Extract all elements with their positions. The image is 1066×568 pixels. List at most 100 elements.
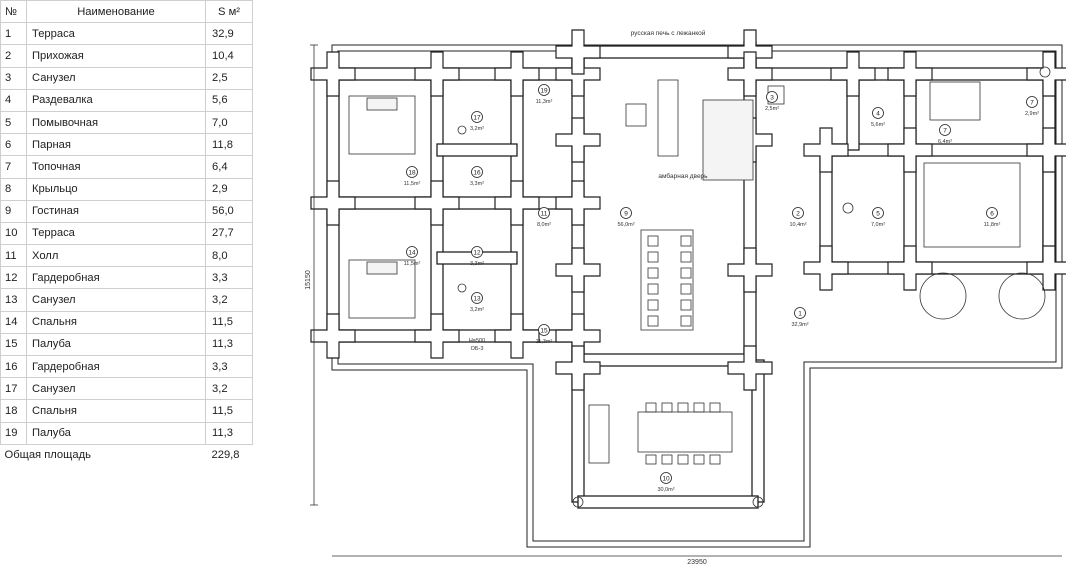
room-number: 18 [408, 170, 416, 177]
corner-post-icon [1039, 66, 1051, 78]
row-num: 5 [0, 110, 27, 135]
chair-icon [645, 454, 657, 465]
row-num: 8 [0, 177, 27, 201]
row-area: 32,9 [205, 22, 253, 46]
room-number-circle [406, 246, 418, 258]
log-corner-joint [414, 51, 460, 97]
log-corner-joint [494, 51, 540, 97]
chair-icon [680, 251, 692, 263]
room-area: 6,4m² [938, 139, 952, 145]
row-area: 11,5 [205, 399, 253, 423]
row-area: 11,5 [205, 310, 253, 334]
log-corner-joint [803, 127, 849, 173]
room-area: 5,6m² [871, 122, 885, 128]
room-number-circle [986, 207, 998, 219]
row-area: 6,4 [205, 155, 253, 179]
row-name: Палуба [26, 332, 206, 357]
log-corner-joint [555, 247, 601, 293]
chair-icon [680, 299, 692, 311]
row-name: Спальня [26, 399, 206, 423]
row-area: 27,7 [205, 221, 253, 246]
floor-plan: 132,9m²210,4m²32,5m²45,6m²57,0m²611,8m²7… [305, 29, 1066, 566]
log-corner-joint [803, 245, 849, 291]
room-number: 7 [1030, 100, 1034, 107]
row-name: Помывочная [26, 110, 206, 135]
corner-post-icon [572, 496, 584, 508]
chair-icon [693, 454, 705, 465]
log-corner-joint [310, 313, 356, 359]
bed-icon [348, 95, 416, 155]
row-area: 8,0 [205, 244, 253, 268]
log-wall [825, 261, 1050, 275]
row-name: Прихожая [26, 44, 206, 68]
interior-details [348, 66, 1051, 508]
row-name: Терраса [26, 22, 206, 46]
room-number-circle [766, 91, 778, 103]
room-label: 133,2m² [470, 292, 484, 313]
log-corner-joint [887, 245, 933, 291]
room-label: 57,0m² [871, 207, 885, 228]
chair-icon [647, 251, 659, 263]
room-number: 5 [876, 211, 880, 218]
bed-icon [348, 259, 416, 319]
barn-door-label: амбарная дверь [658, 172, 708, 180]
row-area: 5,6 [205, 88, 253, 112]
toilet-icon [457, 125, 467, 135]
log-corner-joint [555, 180, 601, 226]
room-number-circle [660, 472, 672, 484]
room-label: 76,4m² [938, 124, 952, 145]
room-label: 72,9m² [1025, 96, 1039, 117]
chair-icon [647, 299, 659, 311]
chair-icon [677, 402, 689, 413]
chair-icon [693, 402, 705, 413]
room-area: 11,5m² [404, 181, 421, 187]
room-number-circle [538, 84, 550, 96]
row-area: 56,0 [205, 199, 253, 223]
room-area: 11,8m² [984, 222, 1001, 228]
corner-post-icon [752, 496, 764, 508]
room-label: 123,3m² [470, 246, 484, 267]
table-header-row: № Наименование S м² [0, 0, 253, 24]
log-corner-joint [310, 51, 356, 97]
row-area: 2,9 [205, 177, 253, 201]
chair-icon [677, 454, 689, 465]
room-number: 11 [541, 211, 548, 218]
room-number-circle [792, 207, 804, 219]
room-area: 11,3m² [536, 339, 553, 345]
firewood-icon [929, 81, 981, 121]
room-number: 19 [540, 88, 548, 95]
chair-icon [647, 267, 659, 279]
room-labels: 132,9m²210,4m²32,5m²45,6m²57,0m²611,8m²7… [404, 84, 1039, 493]
room-area: 32,9m² [791, 322, 808, 328]
chairs [645, 235, 721, 465]
chair-icon [709, 402, 721, 413]
log-wall [436, 143, 518, 157]
row-num: 12 [0, 266, 27, 290]
room-number: 9 [624, 211, 628, 218]
log-wall [577, 495, 759, 509]
log-corner-joint [727, 345, 773, 391]
room-label: 210,4m² [789, 207, 807, 228]
room-area: 3,2m² [470, 307, 484, 313]
room-label: 118,0m² [537, 207, 551, 228]
row-name: Палуба [26, 421, 206, 445]
stove-icon [702, 99, 754, 181]
chair-icon [647, 235, 659, 247]
sauna-bench-icon [923, 162, 1021, 248]
row-num: 11 [0, 244, 27, 268]
row-name: Парная [26, 133, 206, 157]
room-number-circle [471, 166, 483, 178]
log-corner-joint [1026, 51, 1066, 97]
